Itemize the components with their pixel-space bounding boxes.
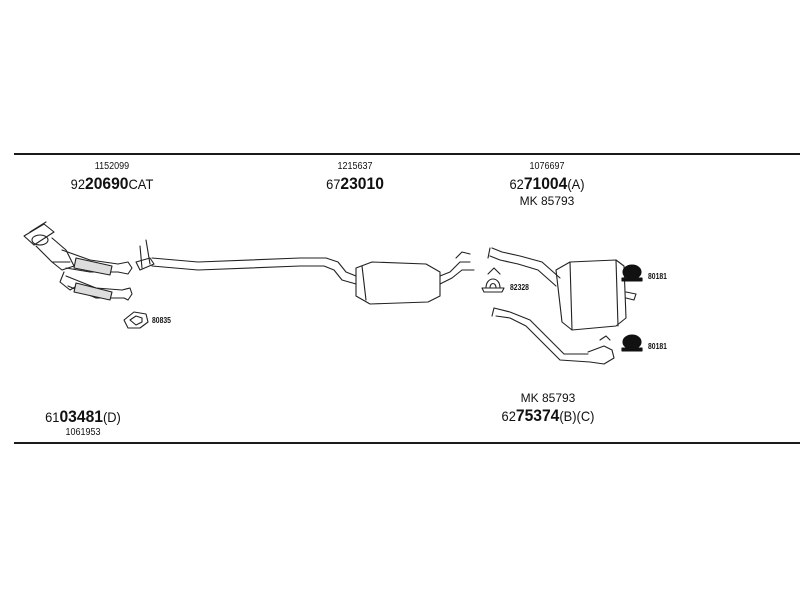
gasket-drawing[interactable] [123, 311, 149, 329]
clamp-drawing[interactable] [481, 267, 505, 293]
catalytic-converter-drawing[interactable] [23, 221, 133, 301]
rear-silencer-b-mounting-kit: MK 85793 [520, 391, 576, 405]
catalyst-part-label[interactable]: 1152099 9220690CAT [52, 161, 172, 193]
catalyst-oe-number: 1152099 [94, 161, 130, 172]
catalyst-part-number: 9220690CAT [70, 174, 154, 193]
clamp-part-number[interactable]: 82328 [510, 283, 529, 292]
rubber-hanger-upper-drawing[interactable] [621, 264, 643, 282]
hanger-lower-part-number[interactable]: 80181 [648, 342, 667, 351]
middle-silencer-part-number: 6723010 [326, 174, 384, 193]
front-pipe-part-label[interactable]: 6103481(D) 1061953 [38, 408, 128, 438]
rear-silencer-b-part-number: 6275374(B)(C) [501, 406, 595, 425]
rear-silencer-drawing[interactable] [487, 247, 627, 365]
bottom-divider-line [14, 442, 800, 444]
rear-silencer-a-part-number: 6271004(A) [509, 174, 585, 193]
rear-silencer-b-part-label[interactable]: MK 85793 6275374(B)(C) [488, 392, 608, 424]
front-pipe-part-number: 6103481(D) [45, 407, 121, 426]
rear-silencer-a-oe-number: 1076697 [529, 161, 565, 172]
rear-silencer-a-mounting-kit: MK 85793 [519, 194, 575, 208]
rubber-hanger-mid-drawing[interactable] [625, 291, 637, 301]
middle-silencer-part-label[interactable]: 1215637 6723010 [300, 161, 410, 193]
rubber-hanger-lower-drawing[interactable] [621, 334, 643, 352]
rear-silencer-a-part-label[interactable]: 1076697 6271004(A) MK 85793 [482, 161, 612, 208]
hanger-upper-part-number[interactable]: 80181 [648, 272, 667, 281]
middle-silencer-drawing[interactable] [135, 239, 475, 305]
top-divider-line [14, 153, 800, 155]
middle-silencer-oe-number: 1215637 [337, 161, 373, 172]
front-pipe-oe-number: 1061953 [65, 427, 101, 438]
gasket-part-number[interactable]: 80835 [152, 316, 171, 325]
